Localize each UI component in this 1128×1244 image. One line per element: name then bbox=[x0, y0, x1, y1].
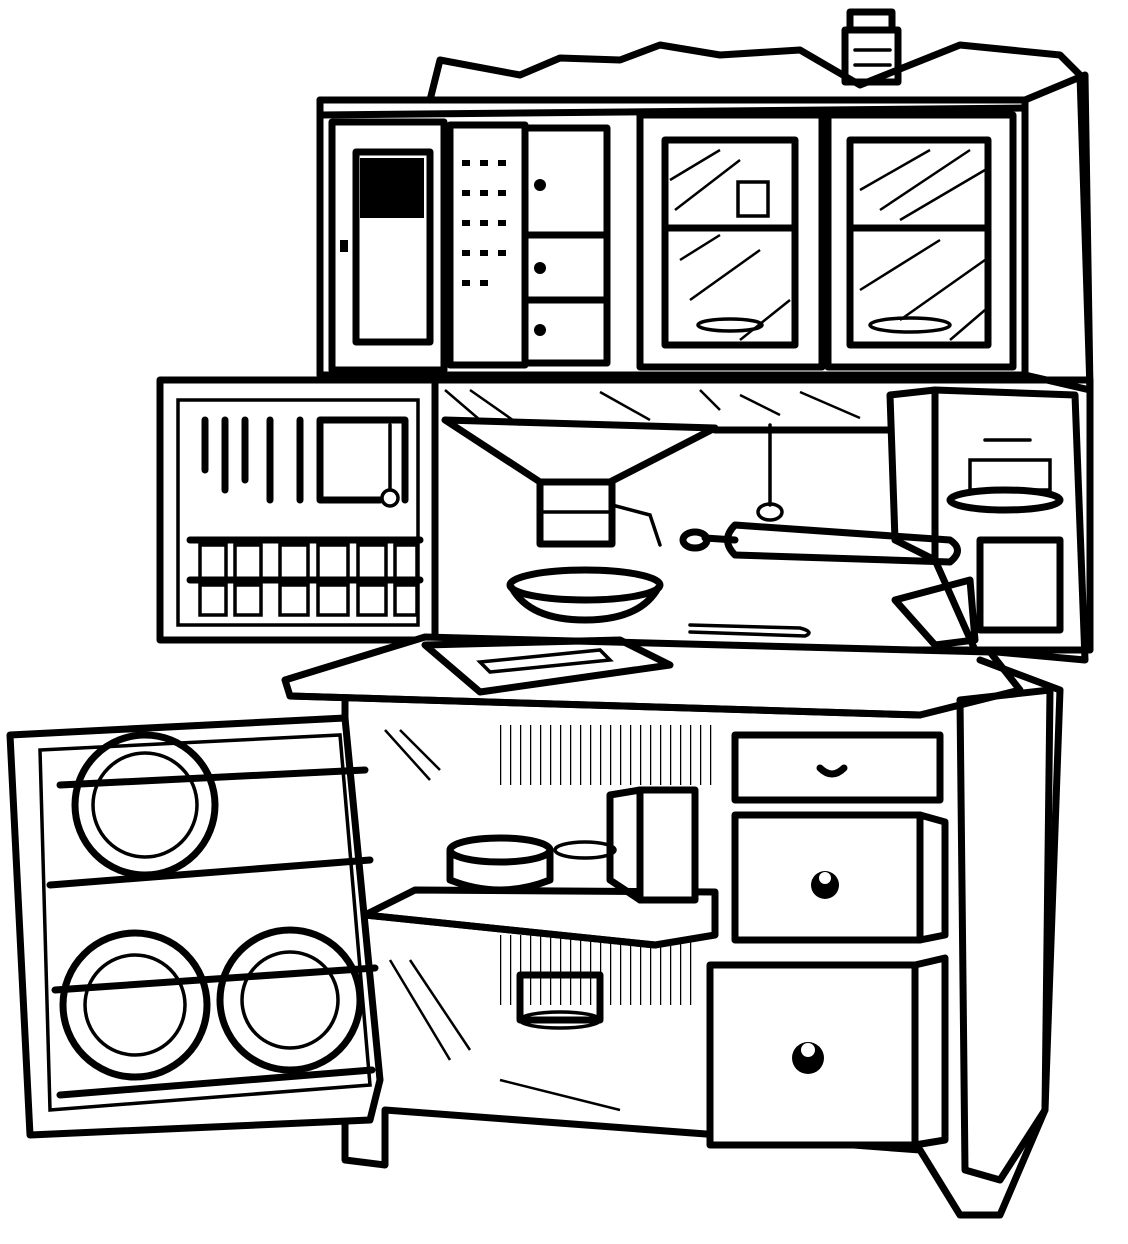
drawer-pull-icon bbox=[792, 1042, 824, 1074]
cutting-board-and-knife bbox=[421, 636, 674, 696]
drawer-pull-icon bbox=[811, 871, 839, 899]
jar-on-top bbox=[841, 8, 902, 86]
plate-rack-door bbox=[6, 714, 384, 1139]
mixing-bowl bbox=[506, 566, 664, 624]
upper-left-door bbox=[328, 118, 448, 374]
plate bbox=[216, 926, 364, 1074]
stacked-tins bbox=[516, 971, 604, 1030]
glass-door-left bbox=[636, 111, 826, 371]
small-drawers bbox=[521, 124, 611, 367]
flour-sifter bbox=[441, 416, 719, 548]
plate bbox=[59, 929, 211, 1081]
spice-rack-door bbox=[156, 376, 439, 644]
drawer-knob-icon bbox=[534, 262, 546, 274]
drawer-knob-icon bbox=[534, 324, 546, 336]
upper-cabinet bbox=[316, 71, 1094, 394]
sugar-bin bbox=[886, 386, 1089, 664]
cereal-box bbox=[606, 786, 699, 904]
cupboard-shelf bbox=[361, 786, 719, 1030]
ladle bbox=[756, 423, 784, 522]
rolling-pin bbox=[679, 521, 961, 566]
drawers bbox=[706, 731, 949, 1149]
glass-door-right bbox=[824, 111, 1017, 371]
cabinet-crown bbox=[316, 41, 1094, 394]
cake-pans bbox=[446, 834, 617, 894]
drawer-knob-icon bbox=[534, 179, 546, 191]
flour-bin-panel bbox=[446, 121, 529, 369]
spice-jars bbox=[198, 543, 419, 617]
drawer-pull-icon bbox=[816, 764, 848, 778]
